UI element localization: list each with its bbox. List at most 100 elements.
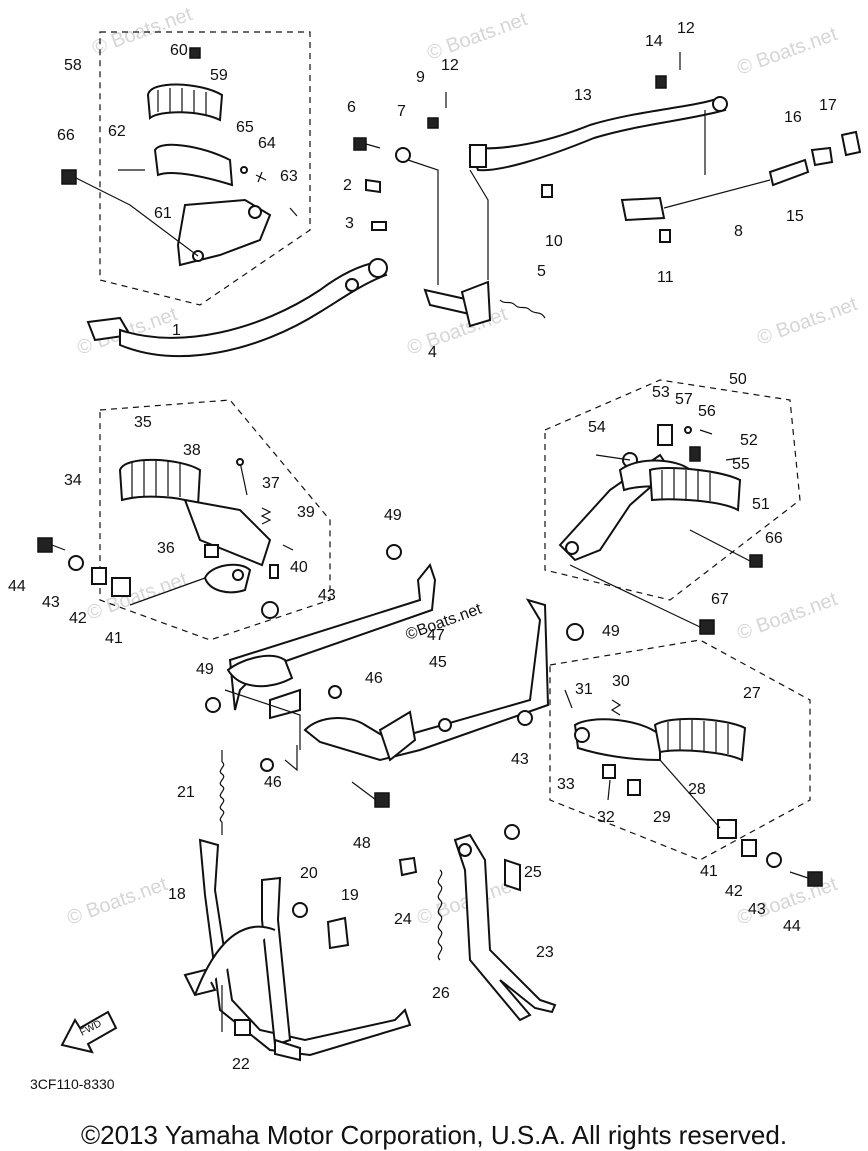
callout: 65 <box>236 119 254 136</box>
spring-56 <box>699 429 713 435</box>
callout: 56 <box>698 403 716 420</box>
callout: 51 <box>752 496 770 513</box>
callout: 29 <box>653 809 671 826</box>
callout: 21 <box>177 784 195 801</box>
callout: 30 <box>612 673 630 690</box>
rear-footrest-assembly-58 <box>61 47 298 267</box>
clip-17 <box>840 130 862 157</box>
nut-10 <box>541 184 553 198</box>
shift-rod-8 <box>663 179 771 209</box>
footrest-rubber-28 <box>653 717 747 762</box>
nut-46-right <box>328 685 342 699</box>
callout: 5 <box>537 263 546 280</box>
callout: 23 <box>536 944 554 961</box>
callout: 20 <box>300 865 318 882</box>
callout: 49 <box>602 623 620 640</box>
callout: 37 <box>262 475 280 492</box>
bolt-14 <box>655 75 667 89</box>
shift-linkage <box>427 52 862 243</box>
callout: 41 <box>700 863 718 880</box>
callout: 8 <box>734 223 743 240</box>
callout: 67 <box>711 591 729 608</box>
callout: 43 <box>511 751 529 768</box>
spring-21 <box>219 761 225 823</box>
shift-pivot <box>469 144 487 168</box>
callout-labels: 1 2 3 4 5 6 7 8 9 10 11 12 12 13 14 15 1… <box>8 20 837 1073</box>
center-stand-18 <box>198 838 412 1057</box>
stand-bracket-frame <box>205 544 584 808</box>
callout: 12 <box>677 20 695 37</box>
callout: 27 <box>743 685 761 702</box>
footrest-bracket-61 <box>153 143 234 187</box>
bolt-9 <box>427 117 439 129</box>
bolt-52 <box>689 446 701 462</box>
callout: 66 <box>765 530 783 547</box>
nut-46-left <box>260 758 274 772</box>
callout: 50 <box>729 371 747 388</box>
forward-arrow: FWD <box>60 1010 118 1054</box>
pin-31 <box>564 689 573 709</box>
callout: 59 <box>210 67 228 84</box>
callout: 42 <box>69 610 87 627</box>
bushing-41-right <box>717 819 737 839</box>
callout: 19 <box>341 887 359 904</box>
spring-15 <box>768 158 810 187</box>
nut-36 <box>204 544 219 558</box>
footrest-rubber-59 <box>146 83 224 122</box>
group-boxes <box>99 31 811 861</box>
callout: 14 <box>645 33 663 50</box>
callout: 10 <box>545 233 563 250</box>
footrest-plate <box>176 198 272 267</box>
bolt-48 <box>374 792 390 808</box>
center-stand-assembly <box>183 750 412 1062</box>
pin-39 <box>282 544 294 551</box>
bolt-60 <box>189 47 201 59</box>
callout: 43 <box>318 587 336 604</box>
callout: 12 <box>441 57 459 74</box>
nut-22 <box>234 1019 251 1036</box>
callout: 24 <box>394 911 412 928</box>
callout: 3 <box>345 215 354 232</box>
copyright-notice: ©2013 Yamaha Motor Corporation, U.S.A. A… <box>80 1120 788 1150</box>
center-stand-foot <box>274 1038 301 1062</box>
rod-end-8 <box>620 196 666 222</box>
pin-55 <box>725 457 741 461</box>
callout: 46 <box>264 774 282 791</box>
washer-43-right <box>517 710 533 726</box>
nut-29 <box>627 779 641 796</box>
footrest-assembly-50 <box>558 424 763 635</box>
nut-49-left <box>205 697 221 713</box>
bushing-41-left <box>111 577 131 597</box>
callout: 58 <box>64 57 82 74</box>
callout: 44 <box>783 918 801 935</box>
group-box-34 <box>99 399 331 641</box>
callout: 61 <box>154 205 172 222</box>
callout: 22 <box>232 1056 250 1073</box>
callout: 9 <box>416 69 425 86</box>
nut-11 <box>659 229 671 243</box>
bolt-44-right <box>807 871 823 887</box>
watermark: © Boats.net <box>734 23 840 80</box>
callout: 47 <box>427 627 445 644</box>
bolt-66-right <box>749 554 763 568</box>
callout: 11 <box>657 269 674 286</box>
callout: 64 <box>258 135 276 152</box>
bracket-47 <box>228 562 437 711</box>
callout: 53 <box>652 384 670 401</box>
callout: 48 <box>353 835 371 852</box>
callout: 1 <box>172 322 181 339</box>
callout: 63 <box>280 168 298 185</box>
callout: 39 <box>297 504 315 521</box>
callout: 28 <box>688 781 706 798</box>
nut-49-right <box>566 623 584 641</box>
callout: 45 <box>429 654 447 671</box>
callout: 26 <box>432 985 450 1002</box>
collar-42-right <box>741 839 757 857</box>
pin-32 <box>607 779 611 801</box>
callout: 46 <box>365 670 383 687</box>
bolt-67 <box>699 619 715 635</box>
brake-pedal-assembly <box>86 137 546 357</box>
washer-43-lower <box>766 852 782 868</box>
callout: 4 <box>428 344 437 361</box>
callout: 42 <box>725 883 743 900</box>
